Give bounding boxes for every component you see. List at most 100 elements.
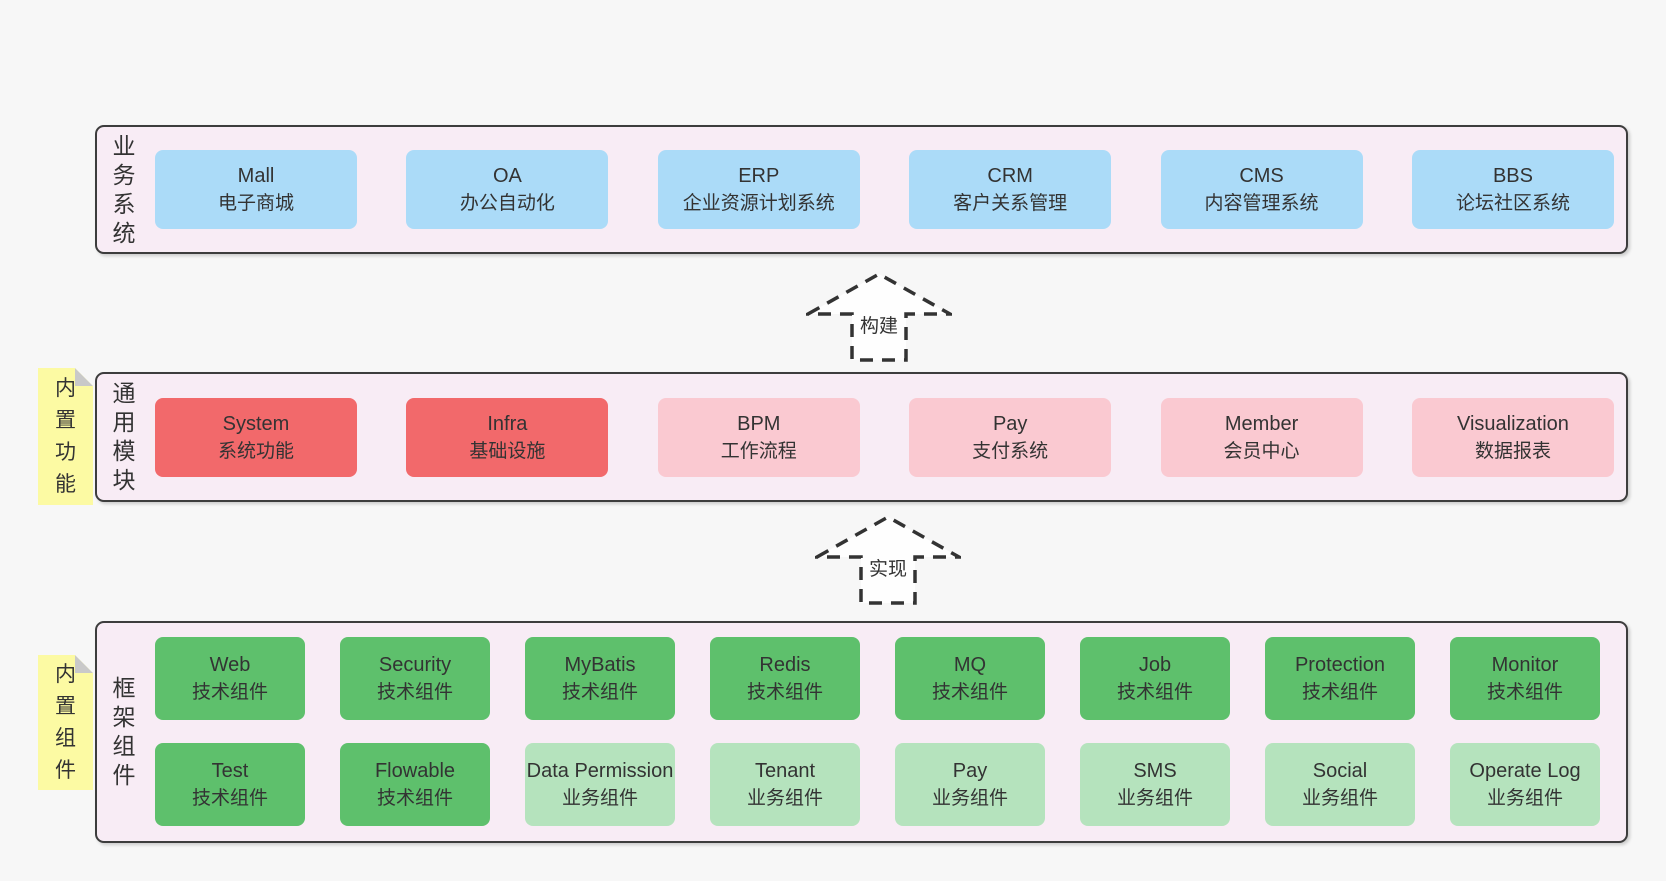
box-crm: CRM 客户关系管理	[909, 150, 1112, 229]
folded-corner-icon	[75, 655, 93, 673]
box-title-en: System	[222, 412, 290, 435]
framework-row-1: Web 技术组件 Security 技术组件 MyBatis 技术组件 Redi…	[155, 637, 1600, 720]
box-title-zh: 技术组件	[191, 681, 268, 703]
box-mybatis: MyBatis 技术组件	[525, 637, 675, 720]
box-title-en: CMS	[1239, 164, 1284, 187]
box-system: System 系统功能	[155, 398, 357, 477]
note-text: 内置组件	[55, 662, 76, 782]
box-title-zh: 数据报表	[1474, 440, 1551, 462]
band-framework-components: 框架组件 Web 技术组件 Security 技术组件 MyBatis 技术组件…	[95, 621, 1628, 843]
box-title-en: Operate Log	[1469, 759, 1581, 782]
box-title-zh: 系统功能	[217, 440, 294, 462]
box-security: Security 技术组件	[340, 637, 490, 720]
box-member: Member 会员中心	[1160, 398, 1363, 477]
box-cms: CMS 内容管理系统	[1160, 150, 1363, 229]
box-title-en: Security	[378, 653, 452, 676]
box-erp: ERP 企业资源计划系统	[657, 150, 860, 229]
box-title-en: BBS	[1492, 164, 1533, 187]
box-title-en: MyBatis	[564, 653, 636, 676]
box-title-en: Social	[1312, 759, 1368, 782]
box-title-zh: 技术组件	[561, 681, 638, 703]
box-title-en: Flowable	[374, 759, 456, 782]
folded-corner-icon	[75, 368, 93, 386]
framework-row-2: Test 技术组件 Flowable 技术组件 Data Permission …	[155, 743, 1600, 826]
box-title-zh: 技术组件	[1486, 681, 1563, 703]
box-pay-component: Pay 业务组件	[895, 743, 1045, 826]
box-title-zh: 技术组件	[931, 681, 1008, 703]
box-title-en: Data Permission	[526, 759, 674, 782]
box-oa: OA 办公自动化	[406, 150, 609, 229]
box-title-zh: 业务组件	[1116, 787, 1193, 809]
box-title-zh: 基础设施	[469, 440, 546, 462]
box-title-zh: 办公自动化	[459, 192, 555, 214]
box-title-en: OA	[492, 164, 522, 187]
box-sms: SMS 业务组件	[1080, 743, 1230, 826]
arrow-implement-label: 实现	[865, 553, 911, 582]
box-visualization: Visualization 数据报表	[1411, 398, 1614, 477]
box-title-zh: 工作流程	[720, 440, 797, 462]
box-pay-module: Pay 支付系统	[909, 398, 1112, 477]
box-title-zh: 技术组件	[1301, 681, 1378, 703]
box-title-zh: 业务组件	[1301, 787, 1378, 809]
box-title-zh: 内容管理系统	[1204, 192, 1319, 214]
modules-box-row: System 系统功能 Infra 基础设施 BPM 工作流程 Pay 支付系统…	[155, 398, 1614, 477]
box-test: Test 技术组件	[155, 743, 305, 826]
box-tenant: Tenant 业务组件	[710, 743, 860, 826]
box-title-zh: 业务组件	[931, 787, 1008, 809]
band-label-framework: 框架组件	[112, 675, 136, 788]
business-box-row: Mall 电子商城 OA 办公自动化 ERP 企业资源计划系统 CRM 客户关系…	[155, 150, 1614, 229]
band-business-systems: 业务系统 Mall 电子商城 OA 办公自动化 ERP 企业资源计划系统 CRM…	[95, 125, 1628, 254]
arrow-build: 构建	[806, 270, 952, 362]
box-bbs: BBS 论坛社区系统	[1411, 150, 1614, 229]
note-text: 内置功能	[55, 376, 76, 496]
box-title-en: BPM	[737, 412, 781, 435]
box-title-zh: 技术组件	[376, 681, 453, 703]
box-title-en: Pay	[952, 759, 988, 782]
box-title-zh: 论坛社区系统	[1455, 192, 1570, 214]
box-title-zh: 支付系统	[972, 440, 1049, 462]
box-title-en: MQ	[953, 653, 987, 676]
box-mall: Mall 电子商城	[155, 150, 357, 229]
box-title-zh: 技术组件	[746, 681, 823, 703]
arrow-implement: 实现	[815, 513, 961, 605]
note-built-in-features: 内置功能	[38, 368, 93, 505]
box-flowable: Flowable 技术组件	[340, 743, 490, 826]
box-title-en: CRM	[987, 164, 1033, 187]
band-common-modules: 通用模块 System 系统功能 Infra 基础设施 BPM 工作流程 Pay…	[95, 372, 1628, 502]
band-label-business: 业务系统	[112, 132, 136, 246]
box-title-zh: 会员中心	[1223, 440, 1300, 462]
box-title-zh: 电子商城	[217, 192, 294, 214]
box-web: Web 技术组件	[155, 637, 305, 720]
box-title-en: Monitor	[1491, 653, 1559, 676]
box-monitor: Monitor 技术组件	[1450, 637, 1600, 720]
box-title-zh: 技术组件	[1116, 681, 1193, 703]
box-redis: Redis 技术组件	[710, 637, 860, 720]
box-infra: Infra 基础设施	[406, 398, 609, 477]
box-title-en: Redis	[759, 653, 811, 676]
box-title-zh: 业务组件	[746, 787, 823, 809]
box-operate-log: Operate Log 业务组件	[1450, 743, 1600, 826]
band-label-modules: 通用模块	[112, 380, 136, 493]
box-job: Job 技术组件	[1080, 637, 1230, 720]
box-title-zh: 业务组件	[561, 787, 638, 809]
box-title-zh: 客户关系管理	[953, 192, 1068, 214]
box-title-en: Pay	[992, 412, 1028, 435]
note-built-in-components: 内置组件	[38, 655, 93, 790]
box-title-en: Protection	[1294, 653, 1386, 676]
box-title-en: Web	[209, 653, 251, 676]
box-bpm: BPM 工作流程	[657, 398, 860, 477]
box-title-en: Job	[1138, 653, 1172, 676]
box-title-en: Tenant	[754, 759, 816, 782]
arrow-build-label: 构建	[856, 310, 902, 339]
box-title-zh: 业务组件	[1486, 787, 1563, 809]
box-title-zh: 技术组件	[191, 787, 268, 809]
box-title-en: SMS	[1133, 759, 1177, 782]
box-title-zh: 技术组件	[376, 787, 453, 809]
box-protection: Protection 技术组件	[1265, 637, 1415, 720]
box-title-en: Infra	[487, 412, 528, 435]
box-data-permission: Data Permission 业务组件	[525, 743, 675, 826]
box-title-en: Member	[1224, 412, 1299, 435]
box-title-en: Visualization	[1456, 412, 1569, 435]
box-title-zh: 企业资源计划系统	[682, 192, 835, 214]
